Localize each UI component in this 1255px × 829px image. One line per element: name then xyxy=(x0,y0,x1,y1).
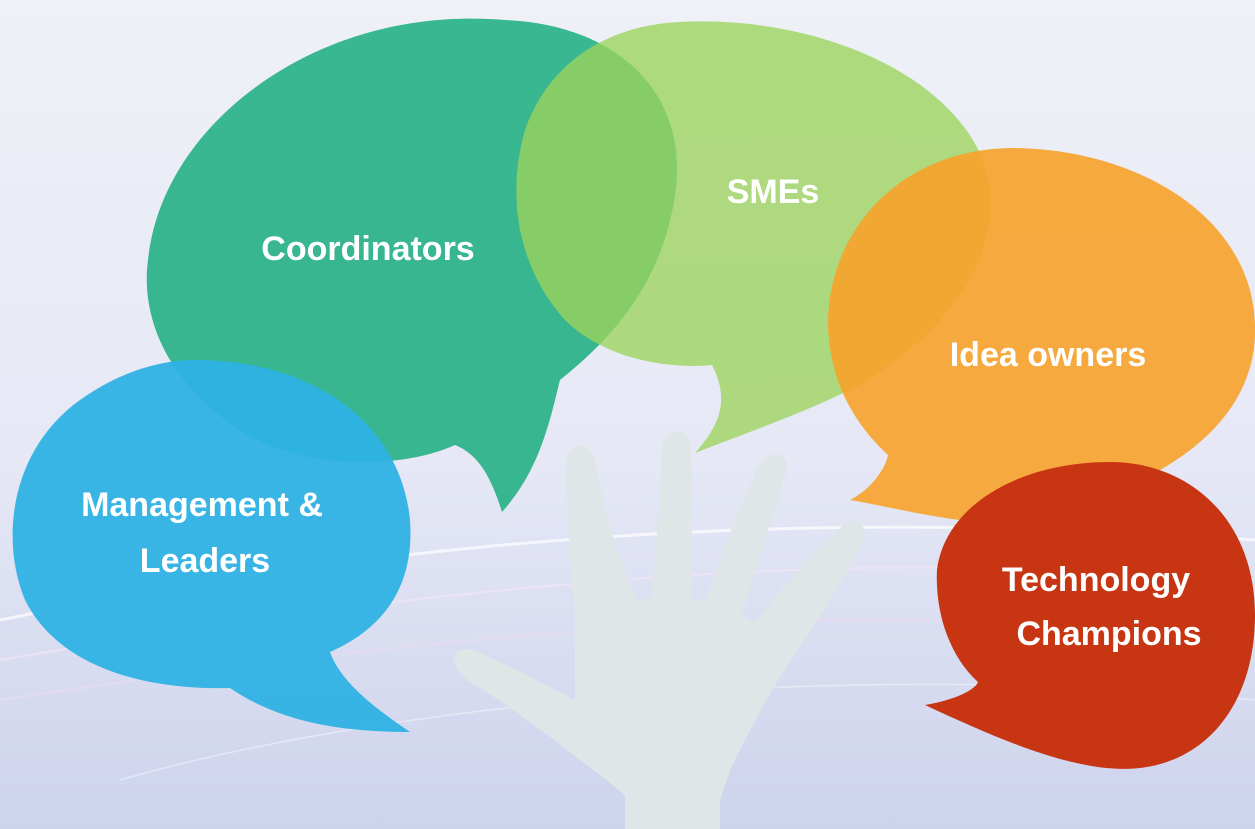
label-technology-champions-line2: Champions xyxy=(1016,615,1201,653)
label-smes: SMEs xyxy=(727,173,820,211)
label-technology-champions-line1: Technology xyxy=(1002,561,1190,599)
speech-bubble-icon xyxy=(12,360,411,732)
bubble-idea-owners xyxy=(828,148,1255,523)
label-idea-owners: Idea owners xyxy=(950,336,1147,374)
hand-icon xyxy=(453,431,865,829)
label-coordinators: Coordinators xyxy=(261,230,474,268)
speech-bubble-icon xyxy=(925,462,1255,769)
label-management-leaders-line1: Management & xyxy=(81,486,323,524)
bubble-management-leaders xyxy=(12,360,411,732)
speech-bubble-icon xyxy=(828,148,1255,523)
bubble-technology-champions xyxy=(925,462,1255,769)
label-management-leaders-line2: Leaders xyxy=(140,542,270,580)
